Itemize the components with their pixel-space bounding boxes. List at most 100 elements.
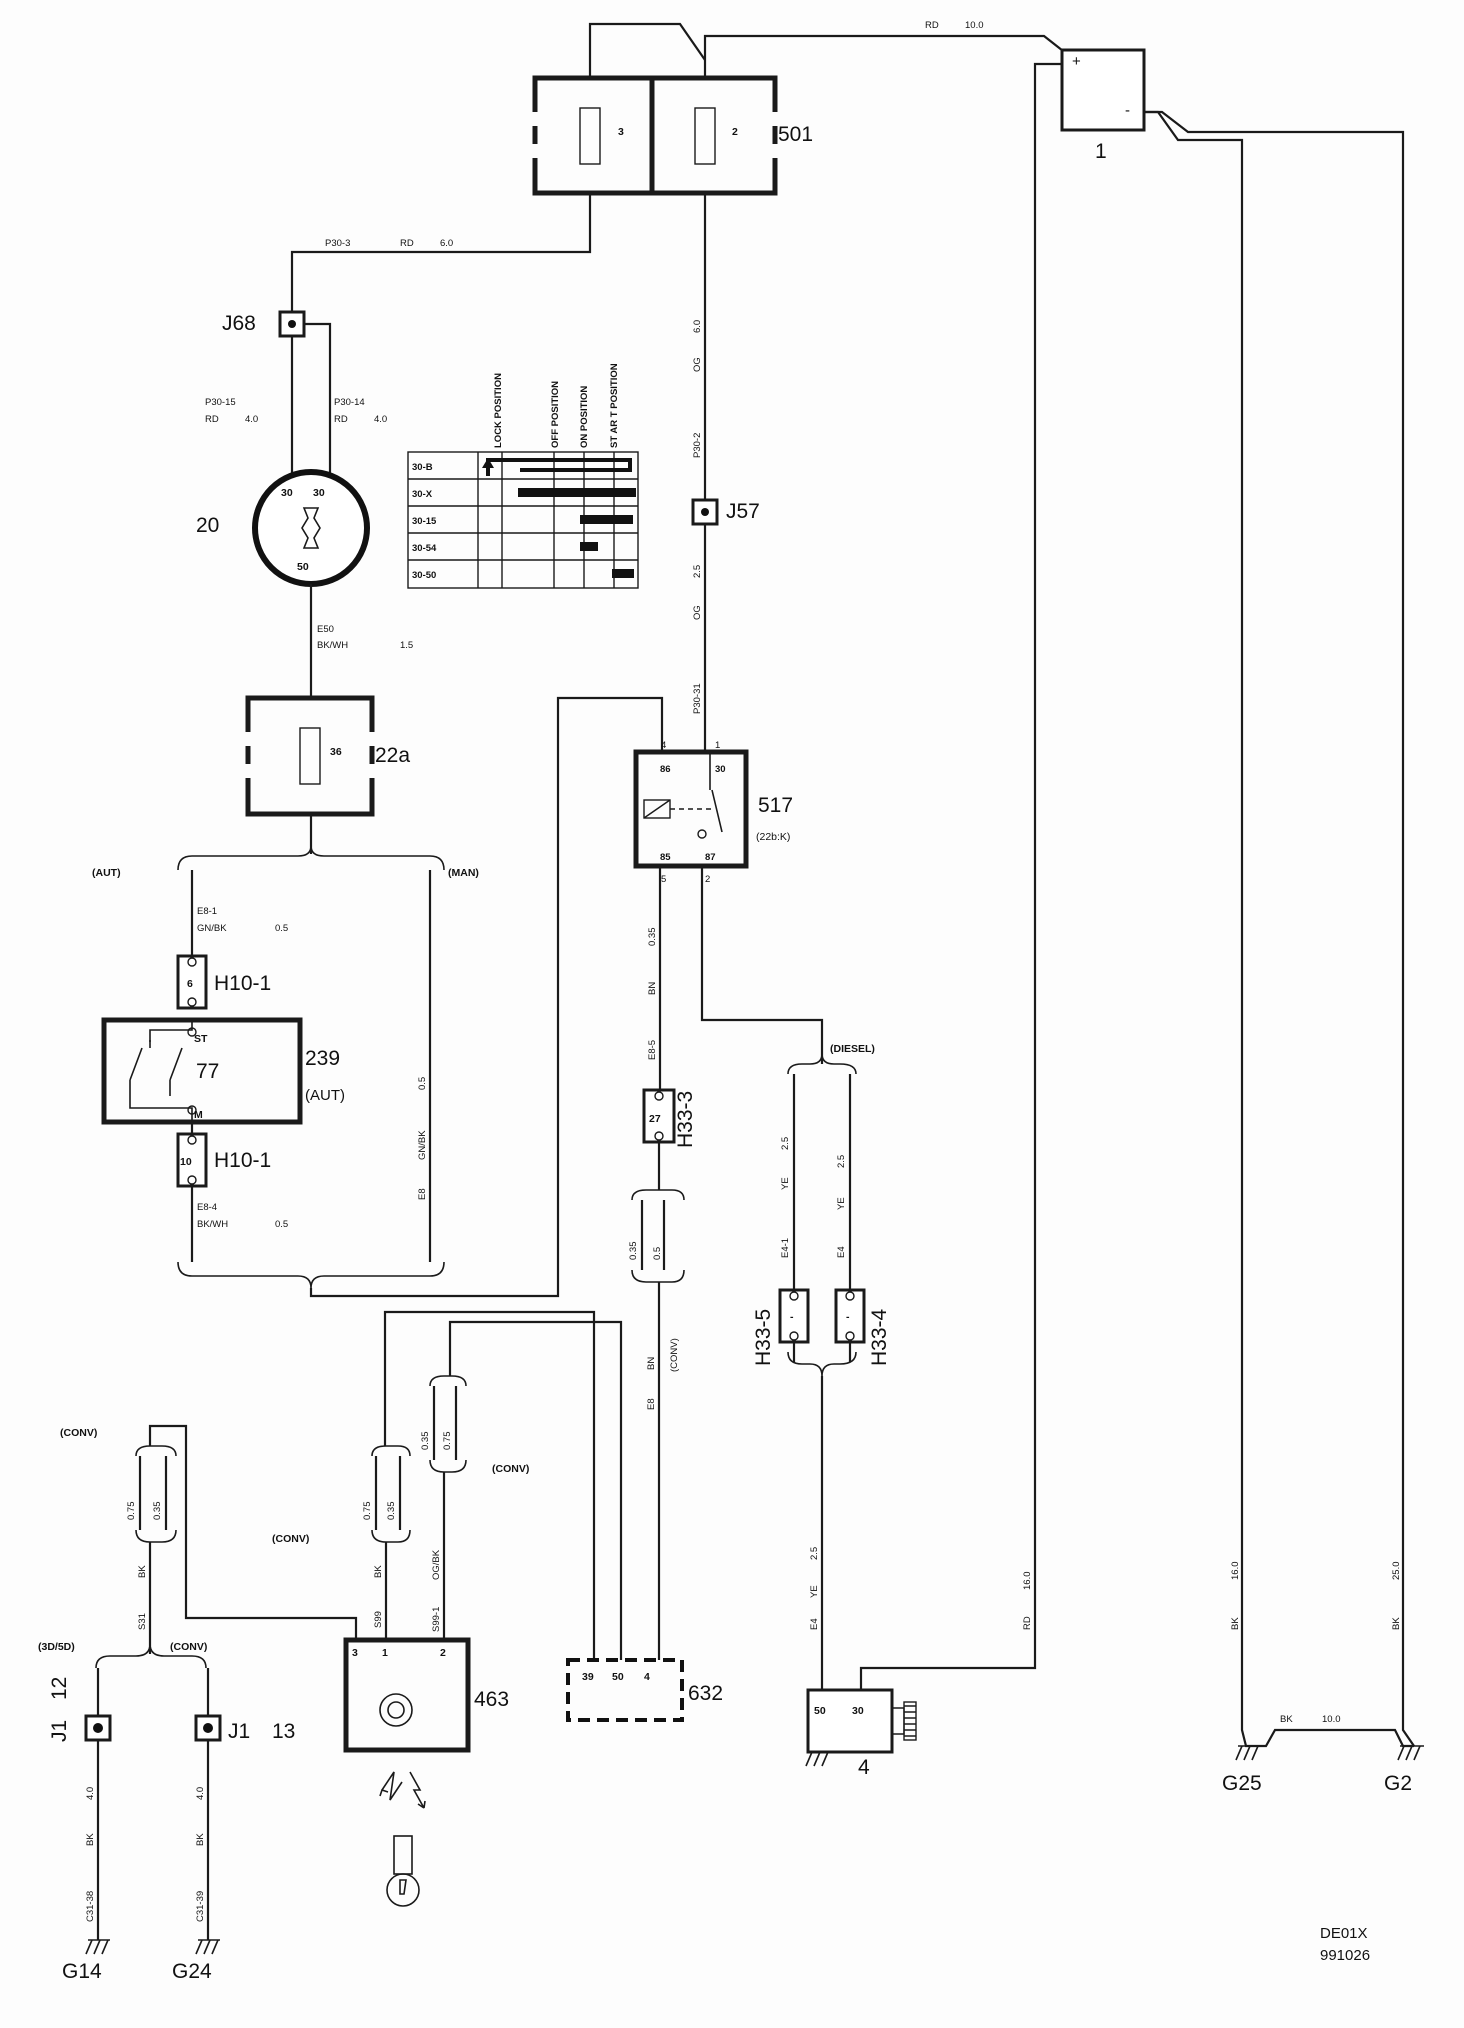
wire-p30-15-size: 4.0 [245,414,258,425]
junction-j1-12-num: 12 [48,1677,71,1700]
connector-h33-4-label: H33-4 [868,1308,891,1366]
wire-s31-463-3 [148,1424,358,1640]
wire-s31-v1: 0.75 [126,1502,137,1521]
pin-632-39: 39 [582,1671,594,1683]
wire-j12-size: 4.0 [85,1787,96,1800]
wire-632-50 [448,1320,623,1660]
table-row-30-54: 30-54 [412,543,437,554]
component-1-label: 1 [1095,140,1107,163]
table-row-30-50: 30-50 [412,570,436,581]
wire-bn-color2: BN [646,1357,657,1370]
wire-man-size: 0.5 [417,1077,428,1090]
brace-bottom [177,1261,445,1289]
ground-starter [805,1751,830,1767]
connector-h33-3 [642,1088,676,1144]
variant-3d5d: (3D/5D) [38,1641,75,1653]
variant-aut: (AUT) [92,867,121,879]
wire-e8-1-label: E8-1 [197,906,217,917]
junction-j68-label: J68 [222,312,256,335]
wire-ground-leads [96,1740,210,1940]
wire-ye25b-size: 2.5 [836,1155,847,1168]
wire-ye-c-color: YE [809,1585,820,1598]
connector-h10-1a-label: H10-1 [214,972,271,995]
wire-e8-1-size: 0.5 [275,923,288,934]
table-row-30-15: 30-15 [412,516,437,527]
variant-man: (MAN) [448,867,479,879]
ground-g2 [1397,1745,1424,1761]
wire-632-39 [383,1310,596,1660]
connector-h10-1b-label: H10-1 [214,1149,271,1172]
table-col-lock: LOCK POSITION [493,373,504,448]
fuse-2-label: 2 [732,126,738,138]
starter-pin-50: 50 [814,1705,826,1717]
wire-bn-035-size: 0.35 [647,928,658,947]
wire-e50-color: BK/WH [317,640,348,651]
relay-517 [633,749,749,869]
connector-h10-1b-pin: 10 [180,1156,192,1168]
component-463-label: 463 [474,1688,509,1711]
battery-minus: - [1125,102,1130,119]
wire-bn-pair [640,1200,666,1270]
component-463 [343,1637,471,1753]
wire-p30-3 [290,193,592,318]
wire-rd-10 [703,34,1073,78]
wire-e8-4-color: BK/WH [197,1219,228,1230]
wire-fuse3-top [588,22,706,78]
brace-s31-bot [135,1529,177,1543]
wire-relay-87 [700,866,824,1064]
connector-h10-1a-pin: 6 [187,978,193,990]
wire-p30-2-label: P30-2 [692,433,703,458]
component-517-label: 517 [758,794,793,817]
pin-632-50: 50 [612,1671,624,1683]
wire-e8-label: E8 [646,1398,657,1410]
wire-og-6-color: OG [692,357,703,372]
conv-mid-label: (CONV) [669,1338,680,1372]
wire-bk-16-color: BK [1230,1617,1241,1630]
diagram-date: 991026 [1320,1947,1370,1964]
connector-h33-5-pin: - [790,1311,794,1323]
wire-og-25-color: OG [692,605,703,620]
junction-j1-13-num: 13 [272,1720,295,1743]
relay-pin-85: 85 [660,852,671,863]
switch-239-bus [149,1020,193,1042]
wire-s99-1-label: S99-1 [431,1607,442,1632]
wire-rd-16-size: 16.0 [1022,1572,1033,1591]
brace-diesel [787,1053,857,1075]
component-239-number: 77 [196,1060,219,1083]
fuse-3-label: 3 [618,126,624,138]
wire-463b-v1: 0.35 [420,1432,431,1451]
pin-m: M [194,1109,203,1121]
connector-h33-3-label: H33-3 [674,1091,697,1148]
wire-e50-label: E50 [317,624,334,635]
component-632 [566,1658,684,1722]
component-239 [101,1017,303,1125]
starter-pin-30: 30 [852,1705,864,1717]
wire-463a-color: BK [373,1565,384,1578]
ground-g25 [1235,1745,1262,1761]
brace-h33-3b [631,1269,685,1283]
wire-bk-25-size: 25.0 [1391,1562,1402,1581]
table-col-off: OFF POSITION [550,381,561,448]
brace-463a-top [371,1445,411,1457]
wire-diesel-pair [792,1074,852,1290]
wire-463b-pair [432,1386,458,1460]
table-row-30-x: 30-X [412,489,433,500]
pin-463-1: 1 [382,1647,388,1659]
junction-j1-13-label: J1 [228,1720,250,1743]
key-icon [386,1835,420,1907]
wire-ye-a-color: YE [780,1177,791,1190]
switch-239-bus2 [129,1096,193,1122]
brace-aut-man [177,845,445,871]
wire-bk-25-color: BK [1391,1617,1402,1630]
wire-bk-16 [1144,110,1250,1748]
pin-463-2: 2 [440,1647,446,1659]
wire-s31-color: BK [137,1565,148,1578]
connector-h33-4-pin: - [846,1311,850,1323]
wire-j13-color: BK [195,1833,206,1846]
ground-g14-label: G14 [62,1960,102,1983]
relay-ext-pin-2: 2 [705,874,710,885]
wire-rd-10-color: RD [925,20,939,31]
wire-bn-05b: 0.5 [652,1247,663,1260]
wire-ye25c-size: 2.5 [809,1547,820,1560]
